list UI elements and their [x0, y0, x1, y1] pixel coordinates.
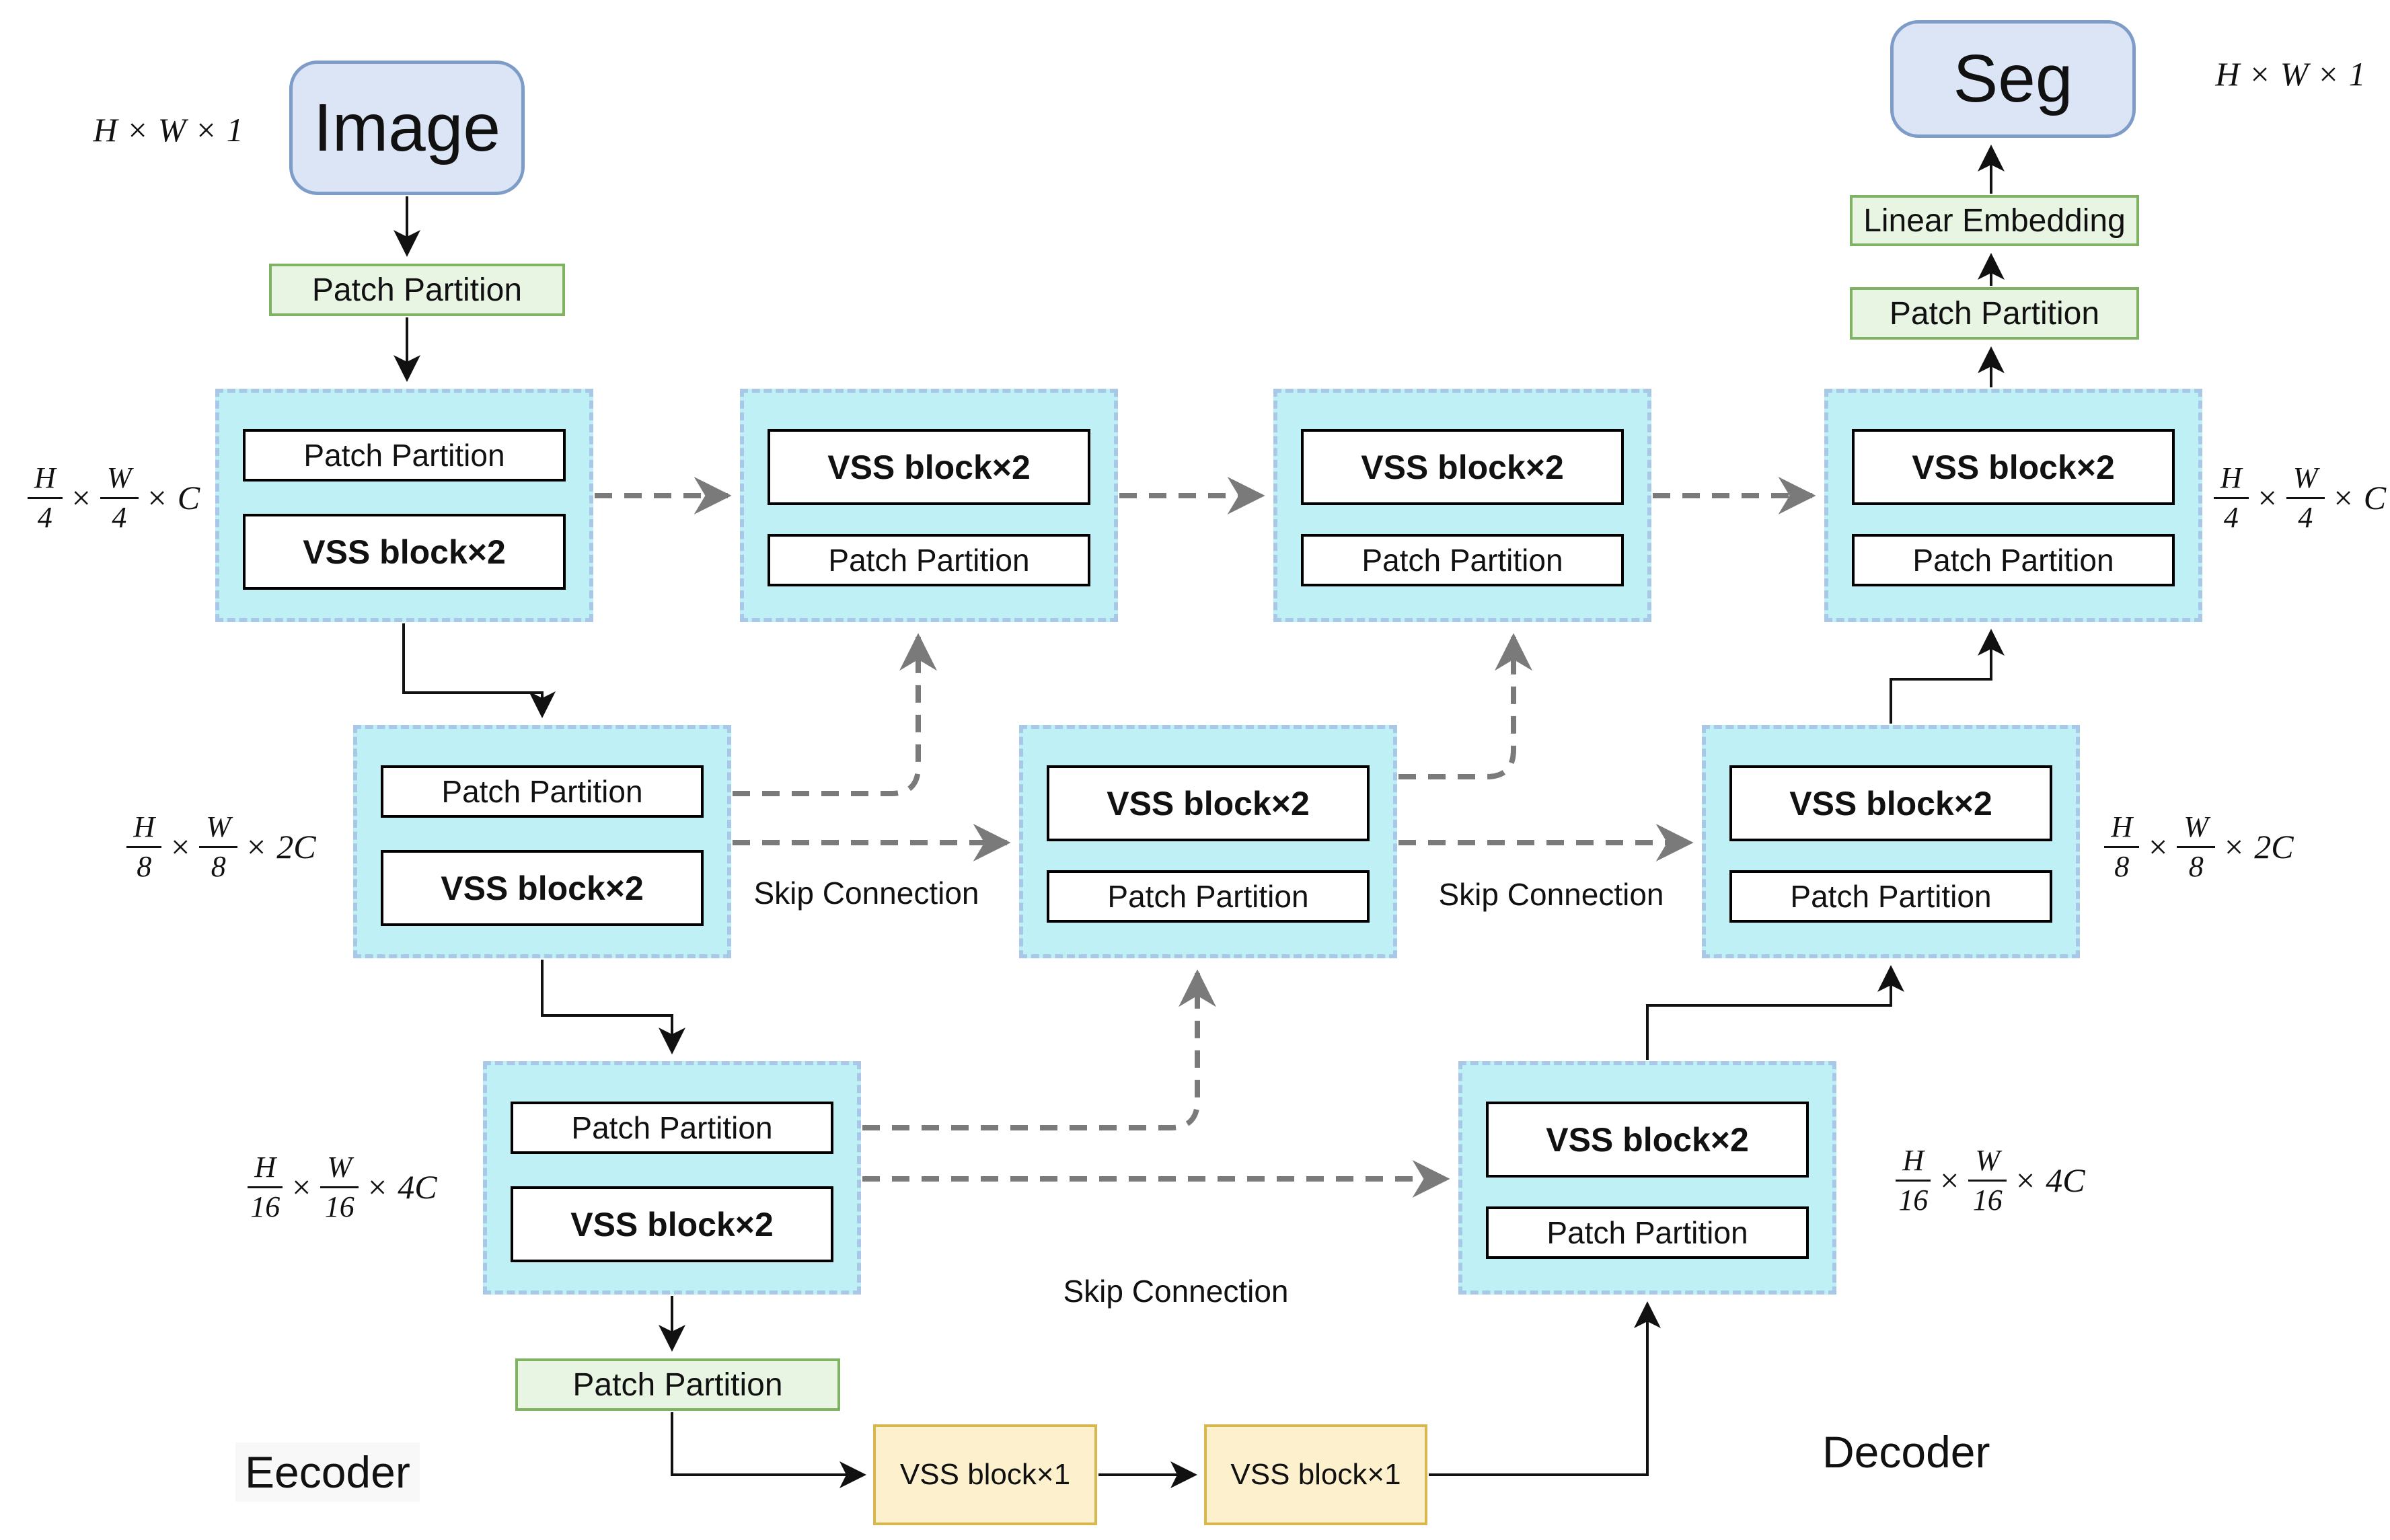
mid-stage-1: VSS block×2 Patch Partition [740, 389, 1118, 622]
decoder-stage-2: VSS block×2 Patch Partition [1702, 725, 2080, 958]
vss-block-box: VSS block×2 [1047, 765, 1370, 841]
vss-block-box: VSS block×2 [243, 514, 566, 590]
patch-partition-input-box: Patch Partition [269, 264, 565, 316]
seg-node: Seg [1890, 20, 2136, 138]
patch-partition-box: Patch Partition [768, 534, 1090, 586]
vss-block-box: VSS block×2 [1852, 429, 2175, 505]
patch-partition-box: Patch Partition [1729, 870, 2052, 923]
flow-enc2-to-enc3 [541, 960, 685, 1054]
skip-connection-label-3: Skip Connection [1063, 1274, 1289, 1309]
image-node: Image [289, 61, 525, 195]
patch-partition-box: Patch Partition [1047, 870, 1370, 923]
middle-decoder-stage: VSS block×2 Patch Partition [1019, 725, 1397, 958]
patch-partition-box: Patch Partition [511, 1102, 833, 1154]
encoder-stage-1: Patch Partition VSS block×2 [215, 389, 593, 622]
encoder-label: Eecoder [235, 1442, 420, 1502]
encoder-stage-3: Patch Partition VSS block×2 [483, 1061, 861, 1295]
flow-dec3-to-rdec2 [1646, 965, 1904, 1060]
patch-partition-box: Patch Partition [243, 429, 566, 482]
patch-partition-bottom-box: Patch Partition [515, 1358, 840, 1411]
patch-partition-box: Patch Partition [1852, 534, 2175, 586]
vss-block-box: VSS block×2 [381, 850, 704, 926]
vss-block-box: VSS block×2 [1486, 1102, 1809, 1178]
flow-rdec2-to-dec1 [1890, 629, 2005, 724]
bottleneck-vss-block-2: VSS block×1 [1204, 1424, 1427, 1525]
flow-patch-partition-to-bottleneck1 [671, 1412, 866, 1488]
vss-block-box: VSS block×2 [511, 1186, 833, 1262]
patch-partition-output-box: Patch Partition [1850, 287, 2139, 340]
patch-partition-box: Patch Partition [1301, 534, 1624, 586]
flow-bottleneck2-to-dec3 [1429, 1301, 1661, 1476]
skip-connection-label-2: Skip Connection [1438, 877, 1664, 912]
linear-embedding-box: Linear Embedding [1850, 195, 2139, 246]
patch-partition-box: Patch Partition [1486, 1206, 1809, 1259]
dim-label-output: H×W×1 [2215, 55, 2366, 93]
skip-connection-label-1: Skip Connection [753, 876, 979, 911]
mid-stage-2: VSS block×2 Patch Partition [1273, 389, 1651, 622]
vss-block-box: VSS block×2 [768, 429, 1090, 505]
skip-enc2-to-mid1-bottom [733, 633, 937, 796]
flow-enc1-to-enc2 [402, 623, 556, 718]
decoder-label: Decoder [1822, 1427, 1990, 1477]
skip-middec-to-mid2-bottom [1398, 633, 1532, 779]
skip-enc3-to-middec-bottom [862, 969, 1216, 1130]
vss-block-box: VSS block×2 [1729, 765, 2052, 841]
patch-partition-box: Patch Partition [381, 765, 704, 818]
decoder-stage-3: VSS block×2 Patch Partition [1458, 1061, 1836, 1295]
bottleneck-vss-block-1: VSS block×1 [873, 1424, 1097, 1525]
vss-block-box: VSS block×2 [1301, 429, 1624, 505]
encoder-stage-2: Patch Partition VSS block×2 [353, 725, 731, 958]
dim-label-input: H×W×1 [93, 111, 244, 149]
decoder-stage-1: VSS block×2 Patch Partition [1824, 389, 2202, 622]
